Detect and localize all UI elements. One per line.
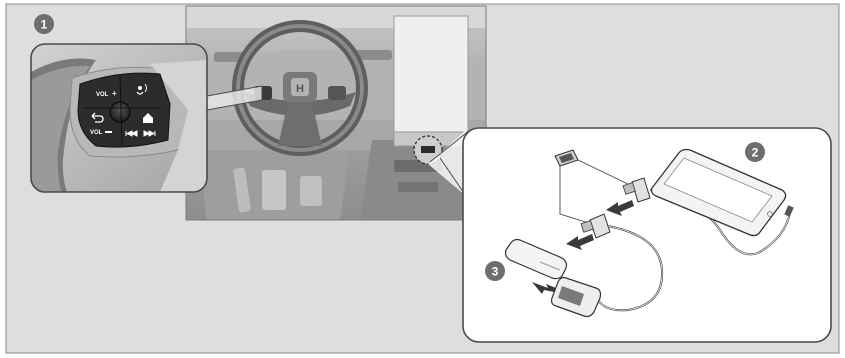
- vol-down-minus-icon: [105, 131, 112, 133]
- usb-connection-detail: 2: [463, 128, 831, 342]
- vol-down-label: VOL: [90, 130, 103, 136]
- callout-1-marker: 1: [34, 14, 54, 34]
- callout-3-marker: 3: [485, 261, 505, 281]
- callout-3-label: 3: [492, 265, 499, 279]
- callout-2-label: 2: [752, 146, 759, 160]
- callout-1-label: 1: [41, 18, 48, 32]
- callout-2-marker: 2: [745, 142, 765, 162]
- steering-switch-closeup: VOL + VOL: [31, 44, 207, 200]
- center-display: [394, 16, 468, 146]
- vol-up-label: VOL: [96, 92, 109, 98]
- vol-up-plus-icon: +: [112, 89, 117, 98]
- svg-text:H: H: [296, 83, 304, 95]
